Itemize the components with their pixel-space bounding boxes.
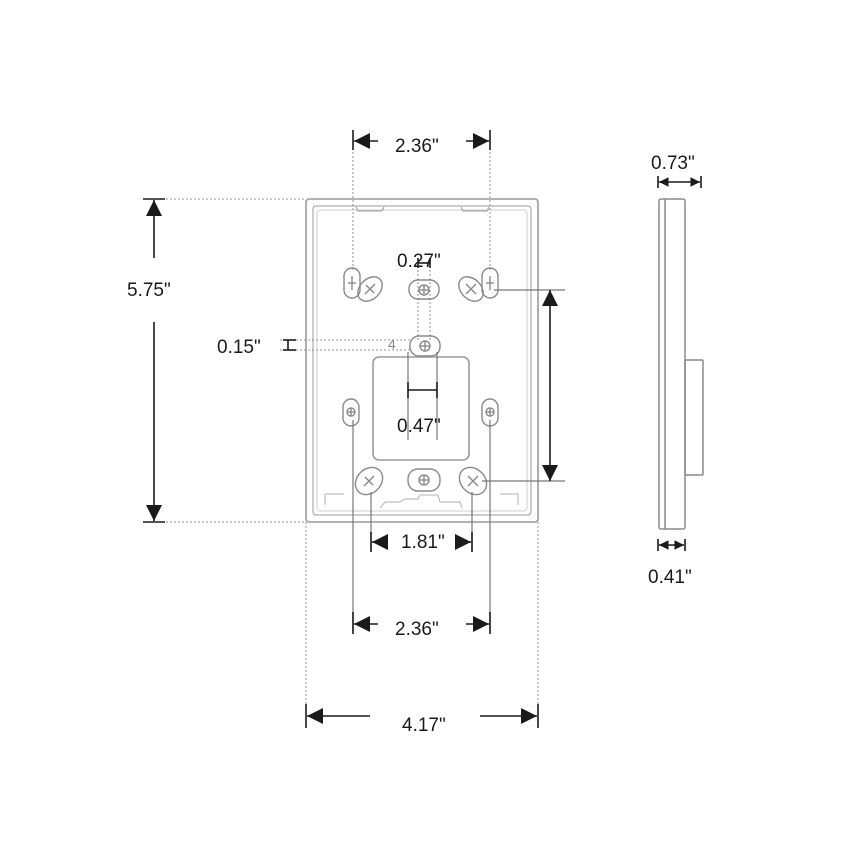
- extension-lines: [150, 140, 539, 725]
- leader-lines: [352, 289, 565, 632]
- dim-center-slot-width: 0.47": [397, 416, 441, 437]
- center-cutout: [372, 356, 470, 461]
- small-mark: 4: [388, 336, 396, 352]
- plate-outer-edge: [305, 198, 539, 523]
- dim-overall-width: 4.17": [402, 715, 446, 736]
- dim-bottom-hole-spacing: 2.36": [395, 619, 439, 640]
- dim-side-total-depth: 0.73": [651, 153, 695, 174]
- mounting-slots: [342, 267, 499, 496]
- front-view: [305, 198, 539, 523]
- plate-inner-edge: [312, 205, 532, 516]
- side-boss: [684, 359, 704, 476]
- dim-side-plate-depth: 0.41": [648, 567, 692, 588]
- dim-slot-width: 0.27": [397, 251, 441, 272]
- dim-bottom-inner-spacing: 1.81": [401, 532, 445, 553]
- side-plate: [658, 198, 686, 530]
- dim-slot-offset: 0.15": [217, 337, 261, 358]
- dim-top-hole-spacing: 2.36": [395, 136, 439, 157]
- dimension-arrows: [143, 130, 702, 728]
- dim-overall-height: 5.75": [127, 280, 171, 301]
- side-view: [658, 198, 704, 530]
